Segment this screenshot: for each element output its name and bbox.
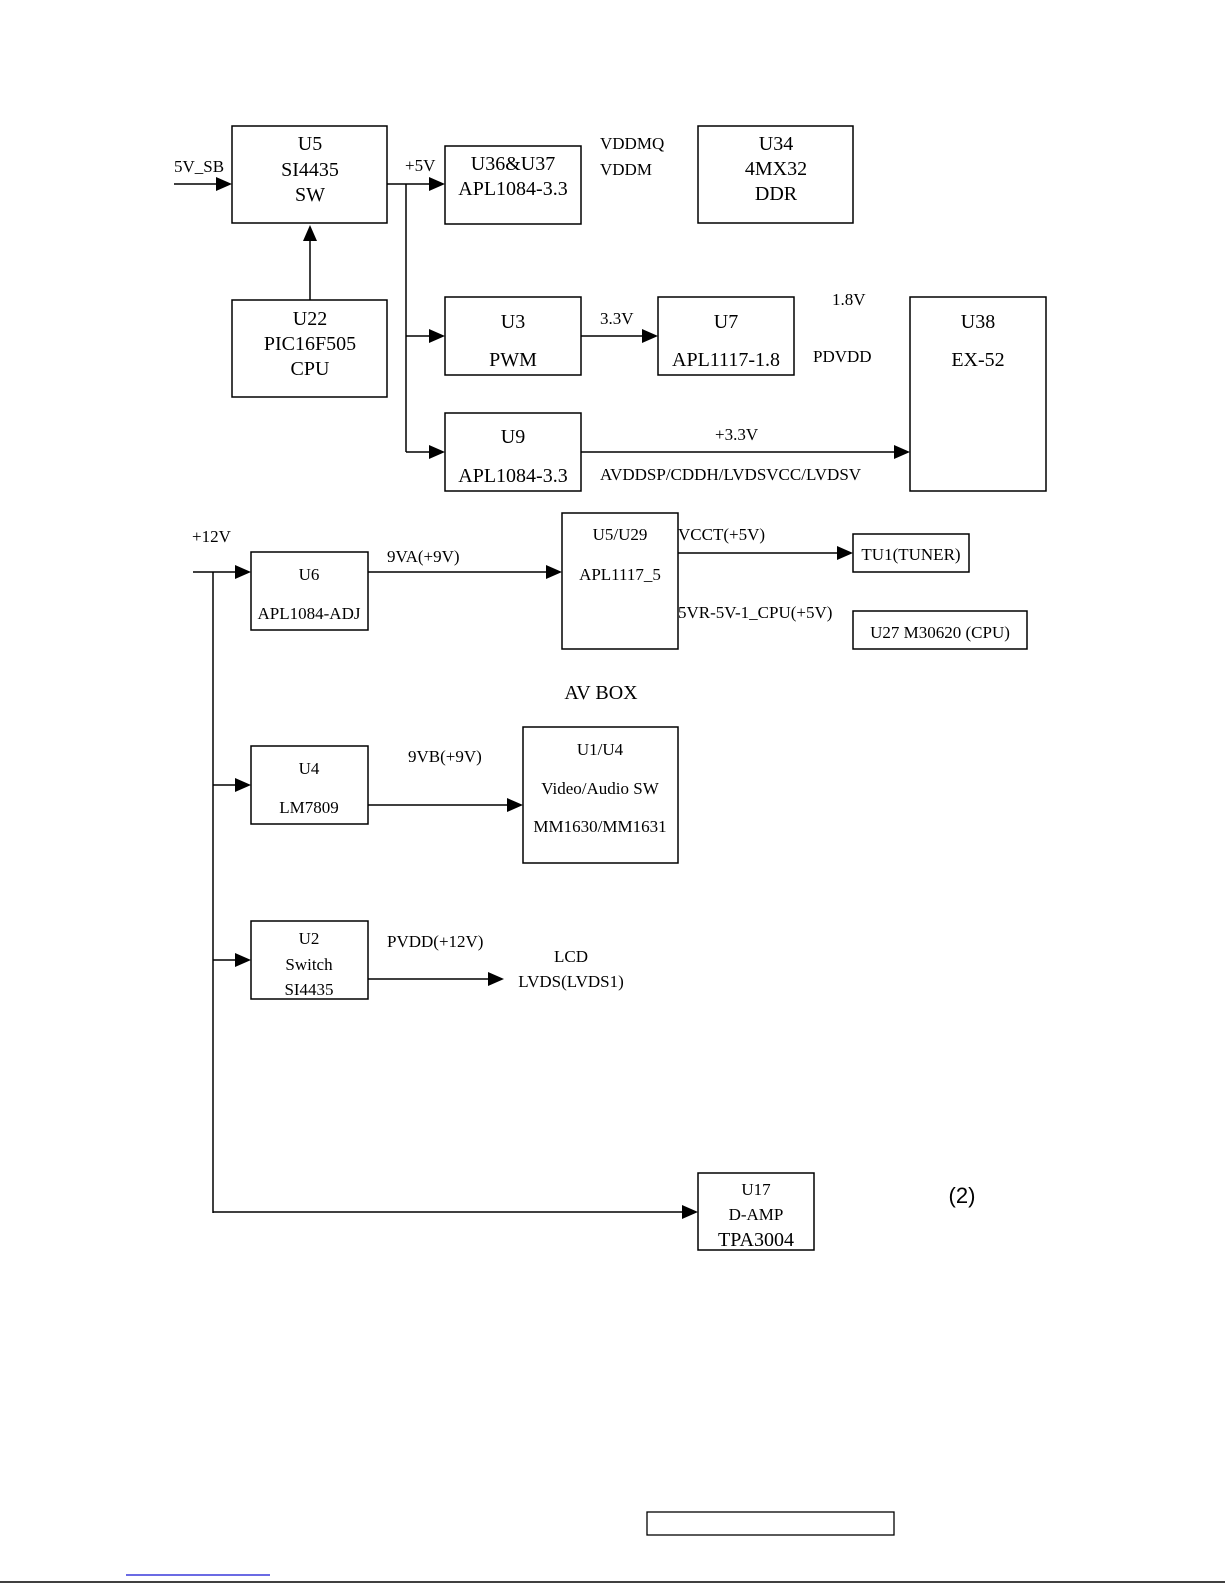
arrow-u2-to-lcd (488, 972, 504, 986)
block-u4-line-1: U4 (299, 759, 320, 778)
block-u36-u37-apl1084: U36&U37 APL1084-3.3 (444, 145, 582, 225)
block-u36-u37-line-1: U36&U37 (471, 153, 555, 175)
label-5v-sb: 5V_SB (174, 157, 224, 176)
block-u1-u4-line-3: MM1630/MM1631 (533, 817, 666, 836)
block-u5-line-3: SW (295, 184, 325, 206)
label-pvdd: PVDD(+12V) (387, 932, 483, 951)
block-u2-line-2: Switch (285, 955, 333, 974)
label-plus-5v: +5V (405, 156, 436, 175)
block-u5-line-2: SI4435 (281, 159, 339, 181)
block-u6-line-1: U6 (299, 565, 320, 584)
block-u7-line-1: U7 (714, 311, 738, 333)
label-plus-12v: +12V (192, 527, 232, 546)
label-av-box: AV BOX (564, 682, 638, 704)
block-u3-line-1: U3 (501, 311, 525, 333)
block-u1-u4-line-1: U1/U4 (577, 740, 624, 759)
block-u17-line-3: TPA3004 (718, 1229, 794, 1251)
block-u5-u29-line-1: U5/U29 (593, 525, 648, 544)
block-u22-line-3: CPU (291, 358, 330, 380)
label-1-8v: 1.8V (832, 290, 866, 309)
label-vddmq: VDDMQ (600, 134, 664, 153)
arrow-into-u6 (235, 565, 251, 579)
block-u38-line-1: U38 (961, 311, 995, 333)
block-u22-pic16f505: U22 PIC16F505 CPU (231, 299, 388, 398)
arrow-into-u3 (429, 329, 445, 343)
block-u9-line-1: U9 (501, 426, 525, 448)
block-u34-ddr: U34 4MX32 DDR (697, 125, 854, 224)
label-avddsp: AVDDSP/CDDH/LVDSVCC/LVDSV (600, 465, 862, 484)
label-9vb: 9VB(+9V) (408, 747, 482, 766)
label-lvds: LVDS(LVDS1) (518, 972, 624, 991)
arrow-into-u9 (429, 445, 445, 459)
block-u7-apl1117: U7 APL1117-1.8 (657, 296, 795, 376)
label-3-3v: 3.3V (600, 309, 634, 328)
label-5vr: 5VR-5V-1_CPU(+5V) (678, 603, 832, 622)
block-u2-switch: U2 Switch SI4435 (250, 920, 369, 1000)
arrow-u22-to-u5 (303, 225, 317, 241)
block-u38-ex52: U38 EX-52 (909, 296, 1047, 492)
block-u5-u29-apl1117: U5/U29 APL1117_5 (561, 512, 679, 650)
block-u2-line-1: U2 (299, 929, 320, 948)
block-u9-line-2: APL1084-3.3 (458, 465, 567, 487)
block-u27-label: U27 M30620 (CPU) (870, 623, 1010, 642)
block-u36-u37-line-2: APL1084-3.3 (458, 178, 567, 200)
block-u5-u29-line-2: APL1117_5 (579, 565, 661, 584)
arrow-into-u4 (235, 778, 251, 792)
arrow-u4-to-u1-u4 (507, 798, 523, 812)
page-number: (2) (949, 1183, 976, 1208)
label-pdvdd: PDVDD (813, 347, 872, 366)
block-tu1-label: TU1(TUNER) (861, 545, 960, 564)
block-u4-lm7809: U4 LM7809 (250, 745, 369, 825)
block-u3-line-2: PWM (489, 349, 537, 371)
block-u34-line-1: U34 (759, 133, 793, 155)
arrow-into-u5 (216, 177, 232, 191)
block-u34-line-3: DDR (755, 183, 798, 205)
footer-empty-box (646, 1511, 895, 1536)
arrow-to-tu1 (837, 546, 853, 560)
arrow-into-u2 (235, 953, 251, 967)
block-u17-line-2: D-AMP (729, 1205, 784, 1224)
block-u9-apl1084: U9 APL1084-3.3 (444, 412, 582, 492)
label-9va: 9VA(+9V) (387, 547, 460, 566)
block-u5-line-1: U5 (298, 133, 322, 155)
block-u6-line-2: APL1084-ADJ (258, 604, 361, 623)
block-u22-line-1: U22 (293, 308, 327, 330)
upper-wires (174, 177, 910, 459)
block-u3-pwm: U3 PWM (444, 296, 582, 376)
block-u34-line-2: 4MX32 (745, 158, 807, 180)
block-u4-line-2: LM7809 (279, 798, 339, 817)
block-u1-u4-video-audio-sw: U1/U4 Video/Audio SW MM1630/MM1631 (522, 726, 679, 864)
arrow-u6-to-u5-u29 (546, 565, 562, 579)
block-u27-cpu: U27 M30620 (CPU) (852, 610, 1028, 650)
lower-wires (193, 546, 853, 1219)
label-plus-3-3v: +3.3V (715, 425, 759, 444)
label-lcd: LCD (554, 947, 588, 966)
block-u17-d-amp: U17 D-AMP TPA3004 (697, 1172, 815, 1251)
block-u17-line-1: U17 (741, 1180, 771, 1199)
arrow-into-u36 (429, 177, 445, 191)
label-vddm: VDDM (600, 160, 652, 179)
block-u5-si4435: U5 SI4435 SW (231, 125, 388, 224)
arrow-u9-to-u38 (894, 445, 910, 459)
block-u22-line-2: PIC16F505 (264, 333, 356, 355)
block-u7-line-2: APL1117-1.8 (672, 349, 780, 371)
label-vcct: VCCT(+5V) (678, 525, 765, 544)
block-u38-line-2: EX-52 (951, 349, 1004, 371)
block-u6-apl1084-adj: U6 APL1084-ADJ (250, 551, 369, 631)
arrow-into-u17 (682, 1205, 698, 1219)
arrow-u3-to-u7 (642, 329, 658, 343)
block-u2-line-3: SI4435 (284, 980, 333, 999)
block-u1-u4-line-2: Video/Audio SW (541, 779, 659, 798)
block-tu1-tuner: TU1(TUNER) (852, 533, 970, 573)
